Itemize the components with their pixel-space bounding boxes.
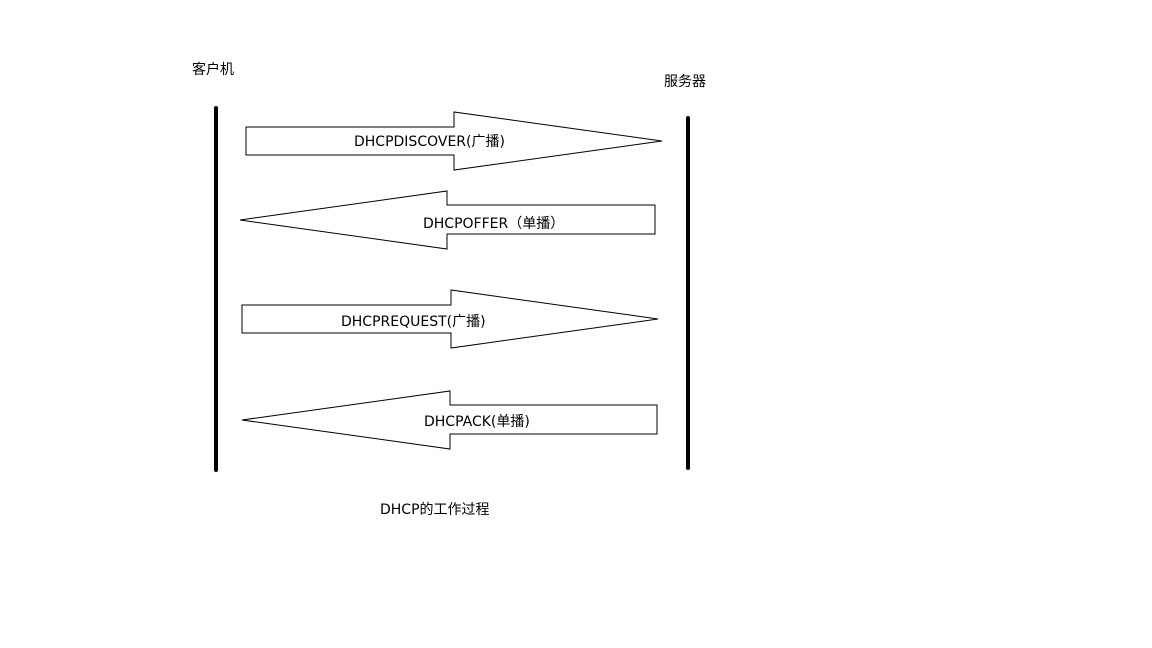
message-label-ack: DHCPACK(单播) bbox=[424, 414, 530, 430]
message-label-offer: DHCPOFFER（单播） bbox=[423, 216, 564, 232]
server-label: 服务器 bbox=[664, 74, 706, 90]
message-label-request: DHCPREQUEST(广播) bbox=[341, 314, 486, 330]
arrow-right-shape bbox=[241, 289, 659, 349]
message-arrow-discover: DHCPDISCOVER(广播) bbox=[245, 111, 663, 171]
diagram-caption: DHCP的工作过程 bbox=[380, 502, 490, 518]
client-label: 客户机 bbox=[192, 62, 234, 78]
arrow-left-shape bbox=[239, 190, 656, 250]
message-label-discover: DHCPDISCOVER(广播) bbox=[354, 134, 505, 150]
arrow-left-shape bbox=[241, 390, 658, 450]
arrow-right-shape bbox=[245, 111, 663, 171]
message-arrow-request: DHCPREQUEST(广播) bbox=[241, 289, 659, 349]
message-arrow-ack: DHCPACK(单播) bbox=[241, 390, 658, 450]
message-arrow-offer: DHCPOFFER（单播） bbox=[239, 190, 656, 250]
